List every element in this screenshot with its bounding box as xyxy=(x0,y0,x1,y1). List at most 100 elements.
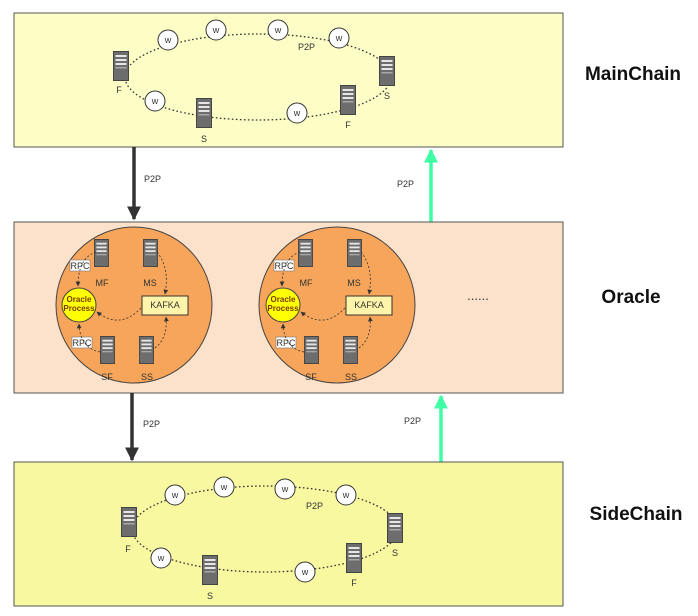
svg-text:SS: SS xyxy=(345,372,357,382)
mainchain-node-w: w xyxy=(144,90,166,112)
sidechain-title: SideChain xyxy=(590,504,683,525)
oracle-process xyxy=(61,287,97,323)
svg-text:F: F xyxy=(125,544,131,554)
mf-server: MF xyxy=(298,239,313,288)
flow-kafka-to-process xyxy=(96,307,142,321)
link-oracle-to-side: P2P xyxy=(125,393,160,462)
svg-text:SS: SS xyxy=(141,372,153,382)
svg-text:w: w xyxy=(335,33,343,43)
mainchain-node-w: w xyxy=(267,19,289,41)
svg-text:w: w xyxy=(281,484,289,494)
svg-text:S: S xyxy=(201,134,207,144)
svg-text:P2P: P2P xyxy=(144,174,161,184)
rpc-tag xyxy=(69,259,91,272)
svg-text:w: w xyxy=(157,553,165,563)
kafka-box xyxy=(345,295,393,316)
oracle-process xyxy=(265,287,301,323)
svg-text:RPC: RPC xyxy=(72,338,92,348)
svg-text:MS: MS xyxy=(347,278,361,288)
ss-server: SS xyxy=(343,336,358,382)
flow-mf-to-process xyxy=(279,251,301,287)
rpc-tag xyxy=(273,259,295,272)
flow-ms-to-kafka xyxy=(156,251,169,295)
svg-text:MF: MF xyxy=(300,278,313,288)
ms-server: MS xyxy=(347,239,362,288)
mainchain-server-s: S xyxy=(196,98,212,144)
oracle-group: RPC MF MS Oracle Process KAFKA RPC SF SS xyxy=(258,226,416,384)
link-main-to-oracle: P2P xyxy=(127,147,161,221)
rpc-tag xyxy=(275,336,297,349)
svg-text:RPC: RPC xyxy=(276,338,296,348)
svg-text:P2P: P2P xyxy=(143,419,160,429)
sidechain-node-w: w xyxy=(335,484,357,506)
mainchain-node-w: w xyxy=(157,29,179,51)
sidechain-server-f: F xyxy=(346,543,362,588)
mainchain-node-w: w xyxy=(205,19,227,41)
svg-text:P2P: P2P xyxy=(397,179,414,189)
svg-text:P2P: P2P xyxy=(404,416,421,426)
svg-text:MS: MS xyxy=(143,278,157,288)
svg-text:S: S xyxy=(392,548,398,558)
oracle-group: RPC MF MS Oracle Process KAFKA RPC SF SS xyxy=(55,226,213,384)
oracle-group-circle xyxy=(258,226,416,384)
svg-text:w: w xyxy=(342,490,350,500)
mainchain-title: MainChain xyxy=(585,64,681,85)
flow-ms-to-kafka xyxy=(360,251,373,295)
sidechain-server-s: S xyxy=(387,513,403,558)
svg-text:F: F xyxy=(345,120,351,130)
svg-text:w: w xyxy=(212,25,220,35)
oracle-title: Oracle xyxy=(601,287,660,308)
oracle-ellipsis: ...... xyxy=(467,288,489,303)
sf-server: SF xyxy=(304,336,319,382)
kafka-box xyxy=(141,295,189,316)
ms-server: MS xyxy=(143,239,158,288)
sidechain-node-w: w xyxy=(164,484,186,506)
mainchain-node-w: w xyxy=(328,27,350,49)
mainchain-server-s: S xyxy=(379,56,395,101)
svg-text:F: F xyxy=(351,578,357,588)
svg-text:w: w xyxy=(151,96,159,106)
svg-text:KAFKA: KAFKA xyxy=(354,300,384,310)
oracle-layer: RPC MF MS Oracle Process KAFKA RPC SF SS… xyxy=(13,221,661,394)
mainchain-server-f: F xyxy=(113,51,129,95)
svg-text:S: S xyxy=(207,591,213,601)
sidechain-node-w: w xyxy=(294,561,316,583)
flow-kafka-to-process xyxy=(300,307,346,321)
sf-server: SF xyxy=(100,336,115,382)
mainchain-layer: P2P w w w w w w F S S F MainChain xyxy=(13,12,681,148)
svg-text:RPC: RPC xyxy=(70,261,90,271)
sidechain-ring-label: P2P xyxy=(306,501,323,511)
svg-text:w: w xyxy=(164,35,172,45)
link-side-to-oracle: P2P xyxy=(404,394,448,462)
sidechain-layer: P2P w w w w w w F S S F SideChain xyxy=(13,461,683,607)
svg-text:w: w xyxy=(274,25,282,35)
svg-text:SF: SF xyxy=(305,372,317,382)
sidechain-node-w: w xyxy=(150,547,172,569)
ss-server: SS xyxy=(139,336,154,382)
flow-mf-to-process xyxy=(75,251,97,287)
sidechain-node-w: w xyxy=(213,476,235,498)
mainchain-ring-label: P2P xyxy=(298,42,315,52)
sidechain-node-w: w xyxy=(274,478,296,500)
link-oracle-to-main: P2P xyxy=(397,148,438,222)
svg-text:Oracle: Oracle xyxy=(67,295,92,304)
svg-text:w: w xyxy=(293,108,301,118)
svg-text:RPC: RPC xyxy=(274,261,294,271)
svg-text:Process: Process xyxy=(63,304,95,313)
mainchain-node-w: w xyxy=(286,102,308,124)
svg-text:w: w xyxy=(220,482,228,492)
rpc-tag xyxy=(71,336,93,349)
svg-text:S: S xyxy=(384,91,390,101)
mainchain-box xyxy=(13,12,564,148)
svg-text:SF: SF xyxy=(101,372,113,382)
svg-text:w: w xyxy=(171,490,179,500)
svg-text:MF: MF xyxy=(96,278,109,288)
svg-text:KAFKA: KAFKA xyxy=(150,300,180,310)
svg-text:w: w xyxy=(301,567,309,577)
mainchain-server-f: F xyxy=(340,85,356,130)
sidechain-server-s: S xyxy=(202,555,218,601)
mf-server: MF xyxy=(94,239,109,288)
svg-text:Oracle: Oracle xyxy=(271,295,296,304)
sidechain-server-f: F xyxy=(121,507,137,554)
